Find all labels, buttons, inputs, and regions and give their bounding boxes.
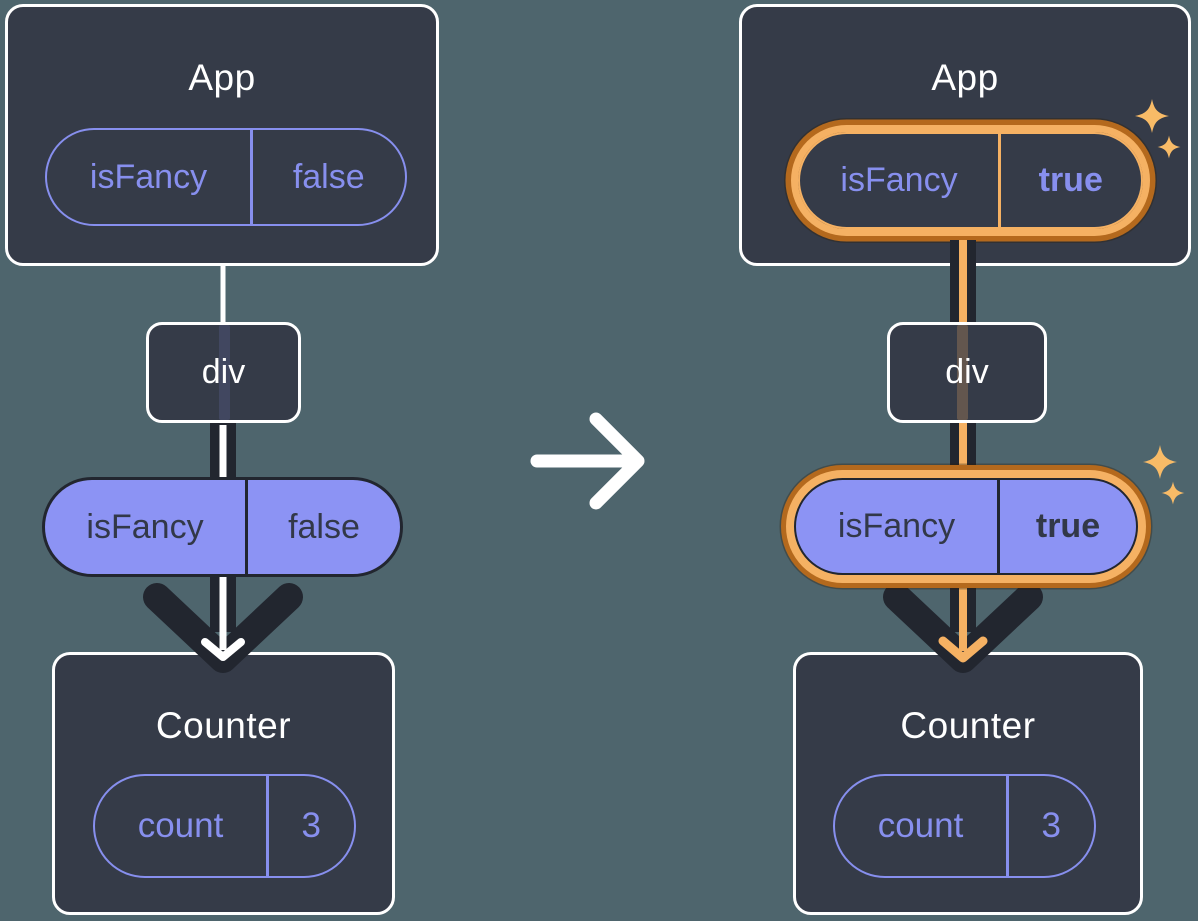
prop-value: false: [292, 157, 365, 196]
pill-divider: [245, 480, 248, 574]
div-node-box: div: [887, 322, 1047, 423]
passed-prop-pill-highlighted: isFancy true: [794, 478, 1138, 575]
passed-prop-pill: isFancy false: [42, 477, 403, 577]
counter-component-box: Counter count 3: [793, 652, 1143, 915]
state-name: count: [877, 806, 964, 845]
app-prop-pill: isFancy false: [45, 128, 407, 226]
app-component-box: App isFancy false: [5, 4, 439, 266]
prop-value: false: [288, 507, 360, 546]
div-node-label: div: [945, 353, 989, 391]
prop-name: isFancy: [89, 157, 208, 196]
counter-title: Counter: [155, 705, 292, 746]
pill-divider: [250, 130, 253, 224]
counter-component-box: Counter count 3: [52, 652, 395, 915]
div-node-label: div: [201, 353, 246, 391]
pill-divider: [997, 480, 1000, 573]
div-node-box: div: [146, 322, 301, 423]
prop-name: isFancy: [837, 507, 956, 545]
pill-divider: [266, 776, 269, 876]
counter-title: Counter: [900, 705, 1036, 746]
prop-name: isFancy: [86, 507, 204, 546]
state-value: 3: [1041, 806, 1061, 845]
prop-value: true: [1035, 507, 1101, 545]
pill-divider: [998, 134, 1001, 227]
prop-value: true: [1038, 161, 1103, 199]
app-prop-pill-highlighted: isFancy true: [798, 132, 1143, 229]
state-pill: count 3: [833, 774, 1096, 878]
pill-divider: [1006, 776, 1009, 876]
state-value: 3: [301, 806, 321, 845]
app-title: App: [931, 57, 999, 98]
prop-name: isFancy: [840, 161, 958, 199]
app-title: App: [188, 57, 256, 98]
state-name: count: [137, 806, 224, 845]
flow-line-behind-node: [219, 325, 230, 420]
app-component-box: App isFancy true: [739, 4, 1191, 266]
state-pill: count 3: [93, 774, 356, 878]
